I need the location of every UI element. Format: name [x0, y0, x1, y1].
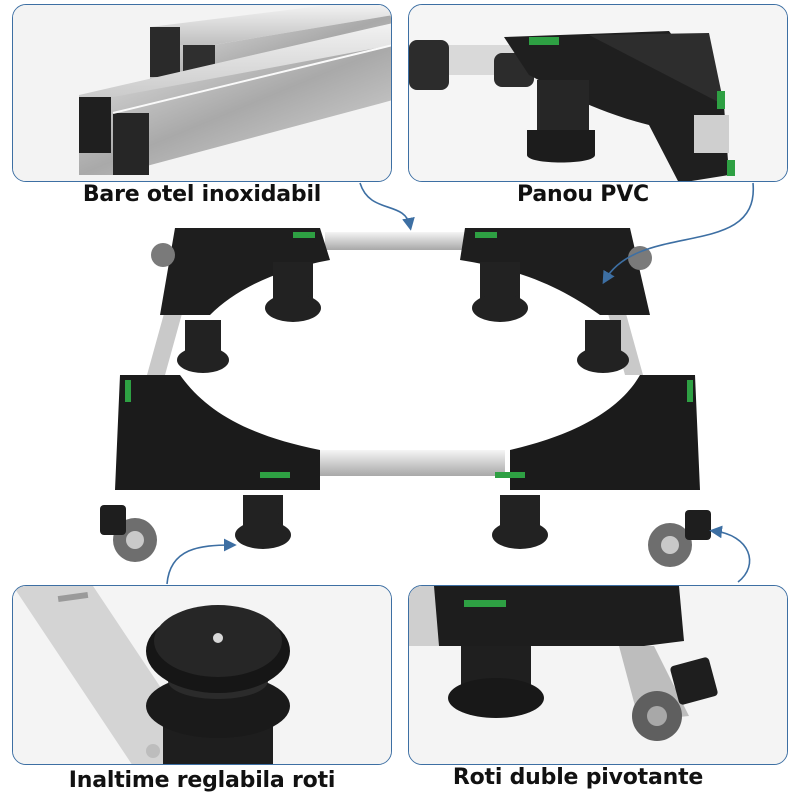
panel-steel-bars	[12, 4, 392, 182]
panel-pvc	[408, 4, 788, 182]
swivel-caster-image	[409, 586, 787, 764]
steel-tubes-image	[13, 5, 391, 181]
caption-adjustable-height: Inaltime reglabila roti	[68, 768, 336, 793]
panel-adjustable-height	[12, 585, 392, 765]
caption-swivel-wheels: Roti duble pivotante	[452, 765, 704, 790]
pvc-corner-image	[409, 5, 787, 181]
arrow-swivel-wheels	[709, 525, 751, 583]
caption-pvc: Panou PVC	[517, 182, 649, 207]
product-photo	[95, 210, 715, 590]
adjustable-foot-image	[13, 586, 391, 764]
adjustable-base-image	[100, 228, 711, 567]
panel-swivel-wheels	[408, 585, 788, 765]
caption-steel-bars: Bare otel inoxidabil	[82, 182, 322, 207]
